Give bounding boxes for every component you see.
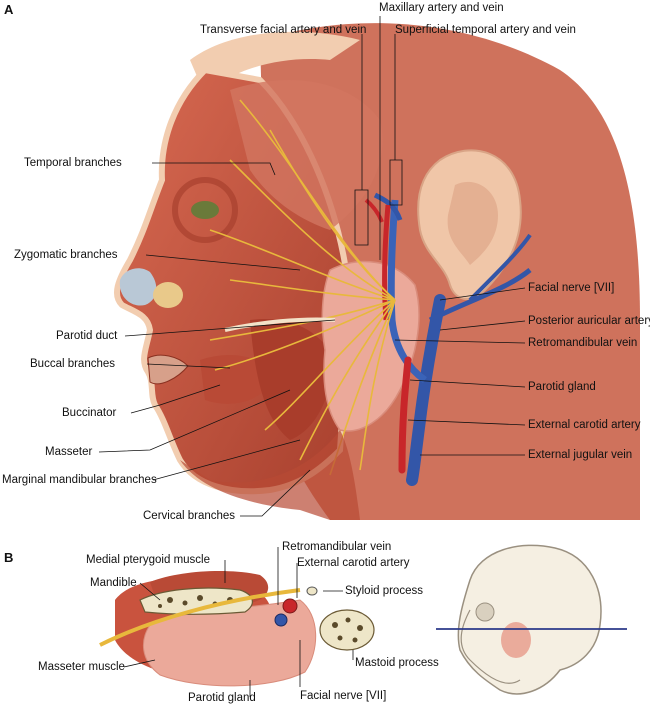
label-external-carotid-artery-a: External carotid artery [528,419,641,431]
skin-edge [190,31,360,95]
styloid-section [306,586,318,596]
panel-a-letter: A [4,2,14,17]
eye [191,201,219,219]
label-parotid-gland-a: Parotid gland [528,381,596,393]
orientation-skull [436,544,627,695]
label-posterior-auricular-artery: Posterior auricular artery [528,315,650,327]
label-superficial-temporal-artery-vein: Superficial temporal artery and vein [395,24,576,36]
external-carotid-artery-vessel [398,356,412,474]
skull-face [460,609,521,684]
label-masseter: Masseter [45,446,93,458]
label-facial-nerve-a: Facial nerve [VII] [528,282,615,294]
masseter-muscle [250,319,335,440]
label-marginal-mandibular-branches: Marginal mandibular branches [2,474,157,486]
neck-vein-upper [468,233,532,302]
label-external-jugular-vein: External jugular vein [528,449,633,461]
label-parotid-gland-b: Parotid gland [188,692,256,704]
superficial-temporal-vein-vessel [373,192,403,221]
label-zygomatic-branches: Zygomatic branches [14,249,118,261]
temporalis-muscle [230,80,383,230]
retromandibular-vein-section [274,613,288,627]
label-masseter-muscle: Masseter muscle [38,661,125,673]
nose-cartilage [119,268,157,306]
label-facial-nerve-b: Facial nerve [VII] [300,690,387,702]
external-jugular-vein-vessel [406,294,446,486]
orbicularis-oculi [172,177,238,243]
ear-inner [447,181,498,265]
label-cervical-branches: Cervical branches [143,510,236,522]
neck-front [180,430,360,520]
facial-nerve-branches [209,99,396,476]
mastoid-trabecular [332,617,363,643]
leader-lines-a [98,16,526,517]
label-transverse-facial-artery-vein: Transverse facial artery and vein [200,24,367,36]
label-retromandibular-vein-b: Retromandibular vein [282,541,392,553]
label-mandible: Mandible [90,577,137,589]
skull-outline [457,544,602,695]
panel-b-cross-section [99,570,375,687]
mastoid-section [319,609,375,651]
label-maxillary-artery-vein: Maxillary artery and vein [379,2,504,14]
label-buccal-branches: Buccal branches [30,358,116,370]
label-parotid-duct: Parotid duct [56,330,118,342]
posterior-auricular-vessel [428,268,532,323]
label-medial-pterygoid-muscle: Medial pterygoid muscle [86,554,211,566]
superficial-temporal-artery-vessel [382,204,391,321]
transverse-facial-artery-vessel [364,198,384,223]
label-mastoid-process: Mastoid process [355,657,439,669]
label-temporal-branches: Temporal branches [24,157,122,169]
facial-nerve-section [99,588,301,647]
external-carotid-section [282,598,298,614]
nasal-ala [153,282,183,308]
label-external-carotid-artery-b: External carotid artery [297,557,410,569]
panel-a-illustration [113,23,640,520]
label-retromandibular-vein-a: Retromandibular vein [528,337,638,349]
panel-b-letter: B [4,550,14,565]
label-buccinator: Buccinator [62,407,117,419]
label-styloid-process: Styloid process [345,585,423,597]
skull-orbit [475,602,495,622]
skull-parotid [501,622,531,658]
leader-lines-b [123,547,354,697]
